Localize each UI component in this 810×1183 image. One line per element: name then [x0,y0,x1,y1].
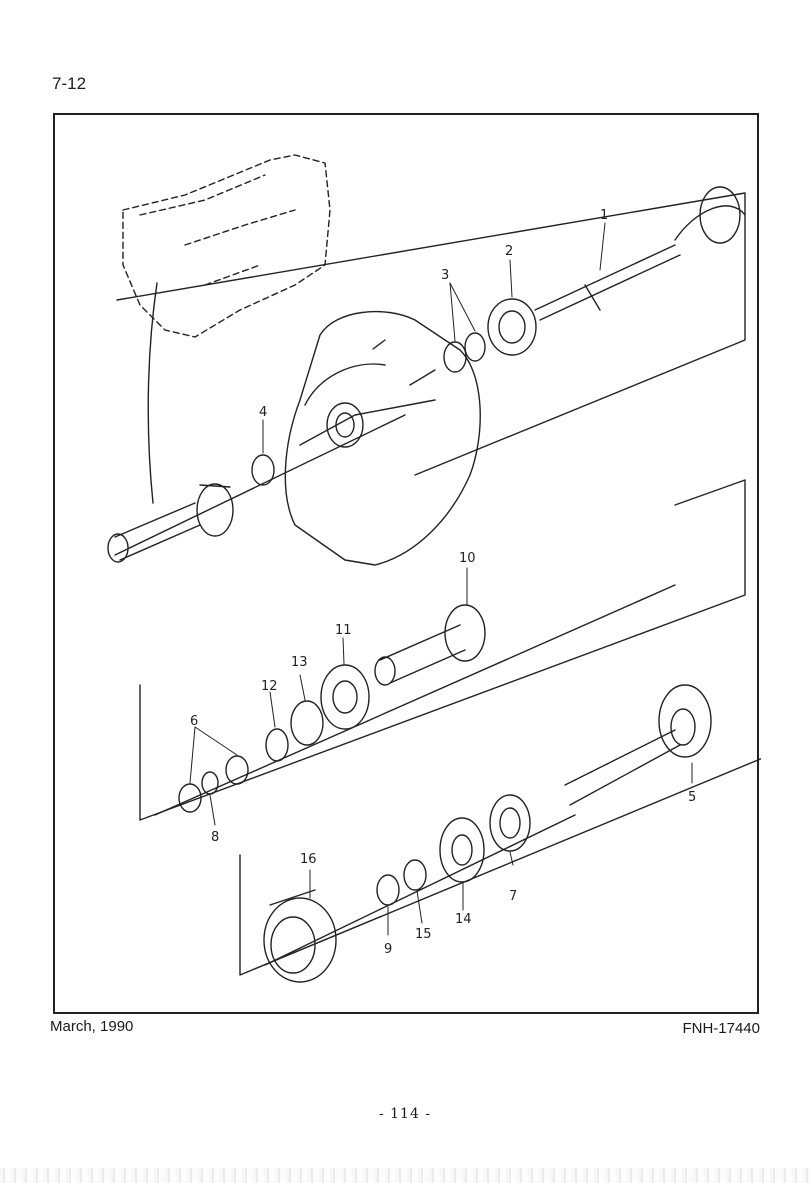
part-6-bearing-a [225,755,249,785]
part-10-shaft [374,604,486,686]
callout-3: 3 [441,268,449,283]
callout-9: 9 [384,942,392,957]
callout-11: 11 [335,623,352,638]
parts-diagram-frame: 1 2 3 4 5 6 7 8 9 10 11 12 13 14 15 16 [53,113,761,1014]
footer-document-number: FNH-17440 [682,1020,760,1037]
transmission-housing [122,154,331,338]
callout-4: 4 [259,405,267,420]
callout-8: 8 [211,830,219,845]
part-7-bearing [489,794,531,852]
part-5-shaft [564,684,712,806]
part-11-gear [320,664,370,730]
page-number: - 114 - [378,1106,432,1122]
part-14-gear [439,817,485,883]
callout-7: 7 [509,889,517,904]
scan-artifact-strip [0,1168,810,1183]
callout-2: 2 [505,244,513,259]
axis-line-top [114,414,406,556]
part-16-hub [263,889,337,983]
footer-date: March, 1990 [50,1018,134,1035]
callout-12: 12 [261,679,278,694]
input-shaft [107,483,234,563]
callout-13: 13 [291,655,308,670]
exploded-parts-diagram: 1 2 3 4 5 6 7 8 9 10 11 12 13 14 15 16 [107,154,761,983]
callout-6: 6 [190,714,198,729]
callout-15: 15 [415,927,432,942]
part-15-washer [403,859,427,891]
part-12-snap-ring [265,728,289,762]
group-panel-1 [116,192,746,476]
group-panel-3 [239,757,761,976]
axis-line-bottom [264,814,576,966]
housing-pointer-line [147,282,158,504]
part-3-ring-a [443,341,467,373]
part-13-ring [290,700,324,746]
part-8-washer [201,771,219,795]
part-1-shaft [534,186,746,321]
page-id: 7-12 [52,74,87,93]
part-2-bearing [487,298,537,356]
callout-16: 16 [300,852,317,867]
part-3-ring-b [464,332,486,362]
callout-10: 10 [459,551,476,566]
group-panel-2 [139,479,746,821]
axis-line-middle [154,584,676,816]
part-4-washer [251,454,275,486]
part-6-bearing-b [178,783,202,813]
callout-14: 14 [455,912,472,927]
part-9-bearing [376,874,400,906]
callout-5: 5 [688,790,696,805]
callout-1: 1 [600,208,608,223]
pump-housing [284,310,481,566]
